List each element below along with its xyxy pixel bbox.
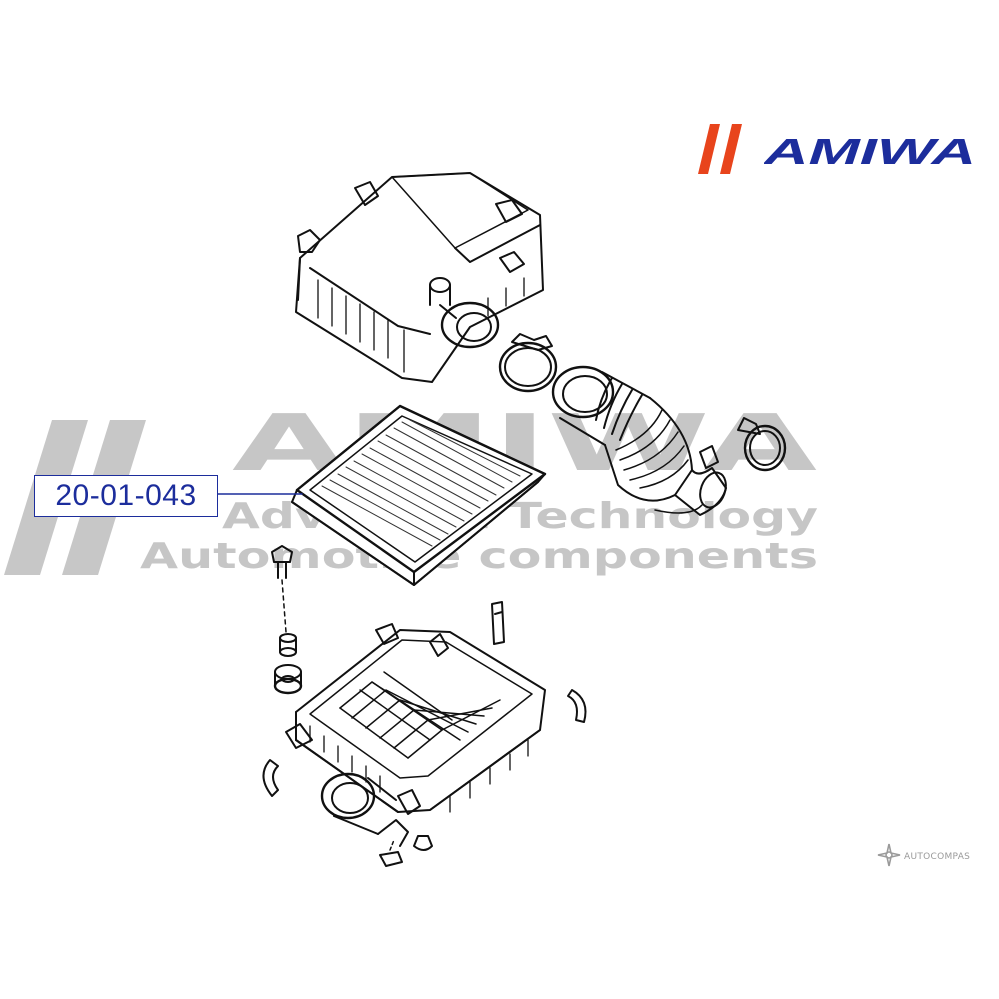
- air-filter-element: [291, 404, 547, 586]
- retaining-clip-right: [567, 689, 587, 723]
- bottom-bolt: [379, 839, 403, 867]
- hose-clamp-upper: [498, 333, 558, 393]
- bottom-grommet: [413, 835, 433, 851]
- rubber-grommet: [273, 664, 303, 695]
- watermark-line-2: Automotive components: [140, 536, 818, 577]
- amiwa-logo-icon: [698, 124, 742, 174]
- retaining-clip-top: [491, 601, 505, 645]
- amiwa-logo: AMIWA: [698, 124, 983, 174]
- bolt-sleeve: [279, 633, 297, 657]
- air-filter-lower-housing: [285, 623, 546, 847]
- mounting-bolt: [271, 545, 293, 633]
- source-mark: AUTOCOMPAS: [904, 852, 971, 862]
- compass-logo-icon: [877, 843, 901, 867]
- retaining-clip-left: [262, 759, 279, 797]
- brand-name: AMIWA: [764, 131, 976, 170]
- air-intake-hose: [551, 365, 727, 516]
- air-filter-cover: [295, 172, 544, 383]
- hose-clamp-lower: [737, 417, 787, 472]
- part-number-callout: 20-01-043: [34, 475, 218, 517]
